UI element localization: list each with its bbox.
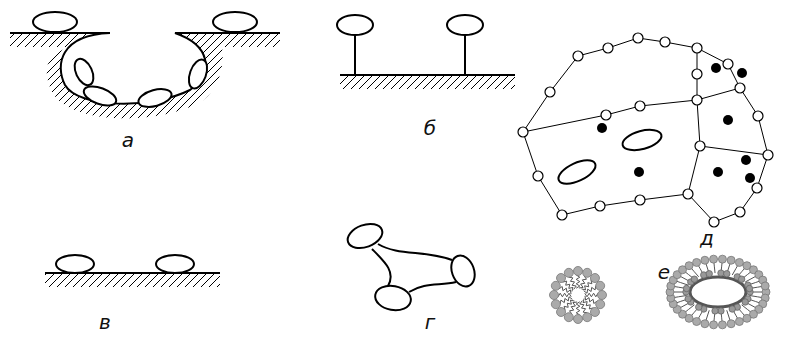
figure-letter: г	[425, 312, 436, 332]
adsorption	[45, 255, 220, 287]
spacer-binding	[337, 15, 515, 89]
figure-letter: б	[424, 118, 436, 138]
figure-letter: д	[700, 228, 714, 248]
micelle	[550, 267, 607, 324]
figure-letter: а	[122, 130, 134, 150]
liposome	[666, 255, 770, 329]
cross-linked-enzymes	[344, 220, 478, 313]
porous-carrier	[10, 12, 280, 118]
figure-letter: е	[658, 262, 670, 282]
figure-letter: в	[99, 312, 111, 332]
gel-network	[518, 33, 773, 227]
